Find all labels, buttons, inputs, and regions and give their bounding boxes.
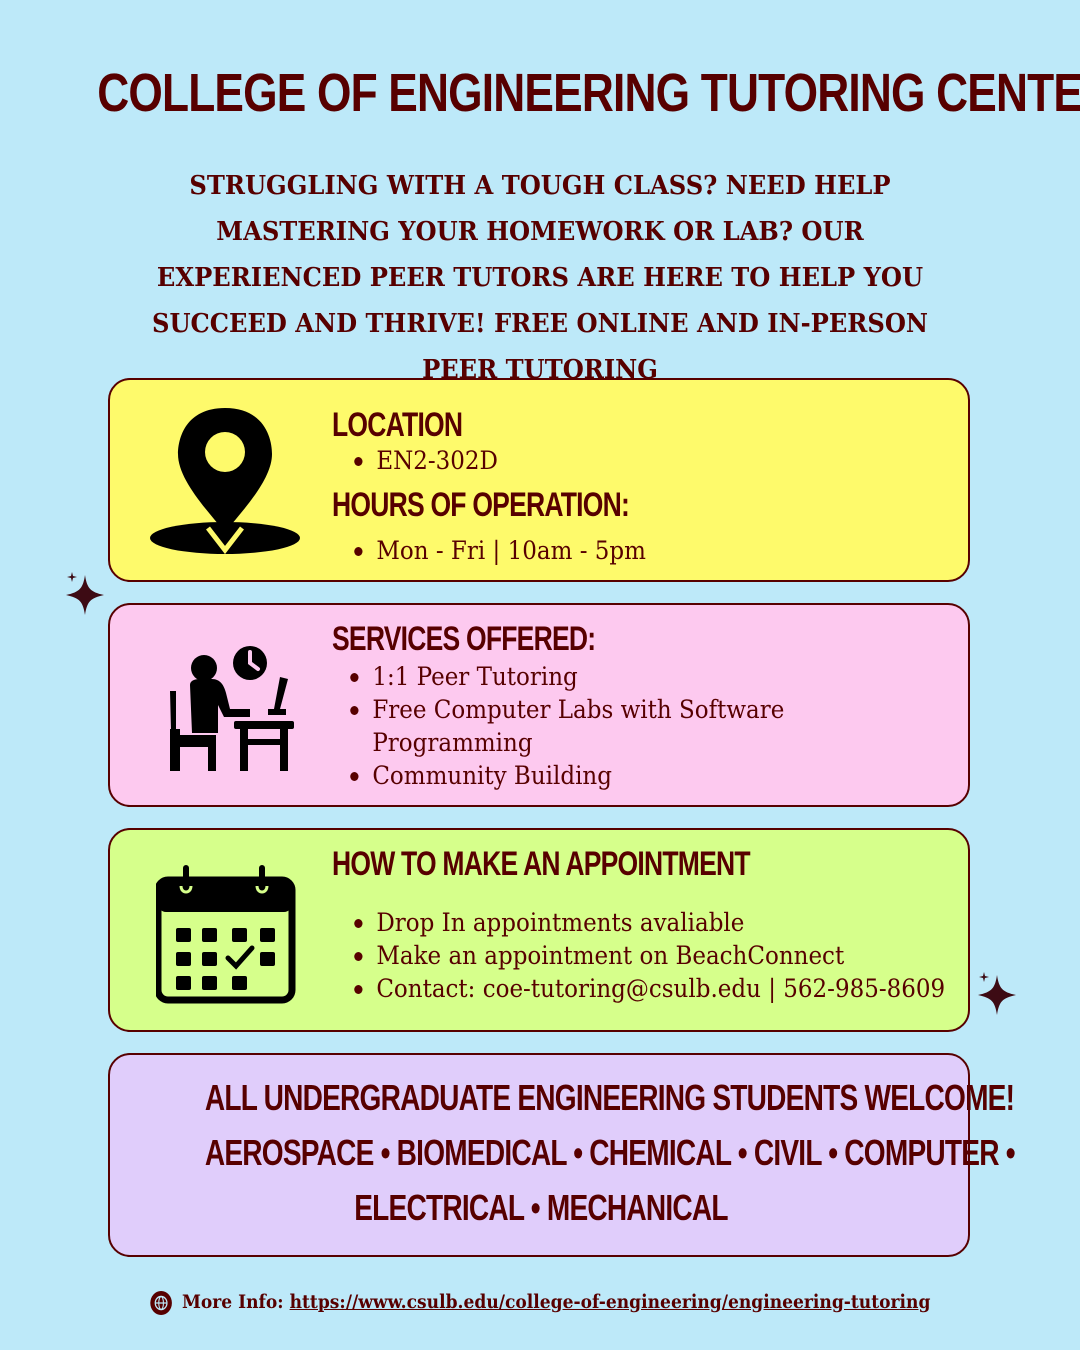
welcome-card: ALL UNDERGRADUATE ENGINEERING STUDENTS W… [108, 1053, 1016, 1257]
page-title: COLLEGE OF ENGINEERING TUTORING CENTER [97, 63, 1080, 123]
services-heading: SERVICES OFFERED: [332, 620, 596, 658]
list-item: Mon - Fri | 10am - 5pm [334, 534, 646, 567]
hours-list: Mon - Fri | 10am - 5pm [334, 534, 646, 567]
location-pin-icon [150, 408, 300, 555]
location-heading: LOCATION [332, 406, 463, 444]
hours-heading: HOURS OF OPERATION: [332, 486, 630, 524]
list-item: 1:1 Peer Tutoring [330, 660, 784, 693]
sparkle-icon [66, 572, 104, 615]
globe-icon [150, 1291, 173, 1315]
welcome-heading: ALL UNDERGRADUATE ENGINEERING STUDENTS W… [204, 1077, 1015, 1118]
appointment-card: HOW TO MAKE AN APPOINTMENT Drop In appoi… [108, 828, 970, 1032]
list-item: Contact: coe-tutoring@csulb.edu | 562-98… [334, 972, 945, 1005]
services-card: SERVICES OFFERED: 1:1 Peer Tutoring Free… [108, 603, 970, 807]
list-item: Free Computer Labs with Software [330, 693, 784, 726]
calendar-icon [156, 865, 296, 1004]
location-list: EN2-302D [334, 444, 498, 477]
intro-text: STRUGGLING WITH A TOUGH CLASS? NEED HELP… [151, 171, 928, 385]
sparkle-icon [978, 972, 1016, 1015]
footer: More Info: https://www.csulb.edu/college… [54, 1290, 1026, 1316]
majors-line: ELECTRICAL • MECHANICAL [354, 1187, 728, 1228]
services-list: 1:1 Peer Tutoring Free Computer Labs wit… [330, 660, 784, 792]
more-info-link[interactable]: https://www.csulb.edu/college-of-enginee… [289, 1291, 931, 1313]
list-item: Drop In appointments avaliable [334, 906, 945, 939]
majors-line: AEROSPACE • BIOMEDICAL • CHEMICAL • CIVI… [204, 1132, 1016, 1173]
footer-label: More Info: [181, 1291, 284, 1313]
list-item: EN2-302D [334, 444, 498, 477]
list-item-continuation: Programming [372, 728, 533, 757]
list-item: Make an appointment on BeachConnect [334, 939, 945, 972]
list-item: Community Building [330, 759, 784, 792]
student-at-desk-icon [170, 646, 294, 771]
location-card: LOCATION EN2-302D HOURS OF OPERATION: Mo… [108, 378, 970, 582]
appointment-heading: HOW TO MAKE AN APPOINTMENT [332, 845, 751, 883]
appointment-list: Drop In appointments avaliable Make an a… [334, 906, 945, 1005]
